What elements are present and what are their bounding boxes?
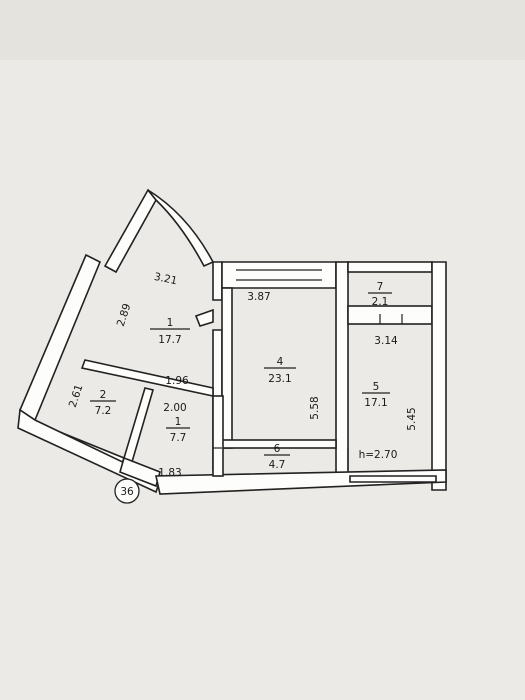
wall-arc-room3 xyxy=(147,189,215,268)
dim-room3-top: 3.21 xyxy=(153,271,178,288)
wall-room4-room5 xyxy=(335,261,349,477)
wall-north-room4 xyxy=(221,261,337,289)
room-5-number: 5 xyxy=(373,381,380,393)
dim-room4-top: 3.87 xyxy=(247,291,270,303)
wall-east-room3 xyxy=(212,261,223,301)
wall-east-room1 xyxy=(212,395,224,477)
dim-room4-right: 5.58 xyxy=(309,396,321,419)
wall-corner-small xyxy=(119,456,161,488)
ceiling-height-label: h=2.70 xyxy=(359,449,398,461)
dim-room1-bottom: 1.83 xyxy=(158,467,181,479)
room-5-area: 17.1 xyxy=(364,397,387,409)
plan-number-circle xyxy=(114,478,140,504)
room-4-number: 4 xyxy=(277,356,284,368)
room-3-number: 1 xyxy=(167,317,174,329)
room-2-number: 2 xyxy=(100,389,107,401)
wall-room7-room5 xyxy=(347,305,433,325)
room-6-number: 6 xyxy=(274,443,281,455)
paper-shadow-top xyxy=(0,0,525,60)
plan-number: 36 xyxy=(120,486,134,498)
dim-room5-right: 5.45 xyxy=(406,407,418,430)
dim-room5-top: 3.14 xyxy=(374,335,398,347)
room-4-area: 23.1 xyxy=(268,373,291,385)
wall-south-east-jog xyxy=(349,475,437,483)
wall-east-outer xyxy=(431,261,447,491)
door-stub-room3 xyxy=(194,308,214,327)
room-3-area: 17.7 xyxy=(158,334,181,346)
wall-north-room7 xyxy=(347,261,433,273)
room-7-number: 7 xyxy=(377,281,384,293)
room-1-area: 7.7 xyxy=(170,432,187,444)
room-7-area: 2.1 xyxy=(372,296,389,308)
room-2-area: 7.2 xyxy=(95,405,112,417)
room-6-area: 4.7 xyxy=(269,459,286,471)
room-1-number: 1 xyxy=(175,416,182,428)
dim-room1-top: 2.00 xyxy=(163,402,186,414)
dim-room3-bottom: 1.96 xyxy=(165,375,189,387)
